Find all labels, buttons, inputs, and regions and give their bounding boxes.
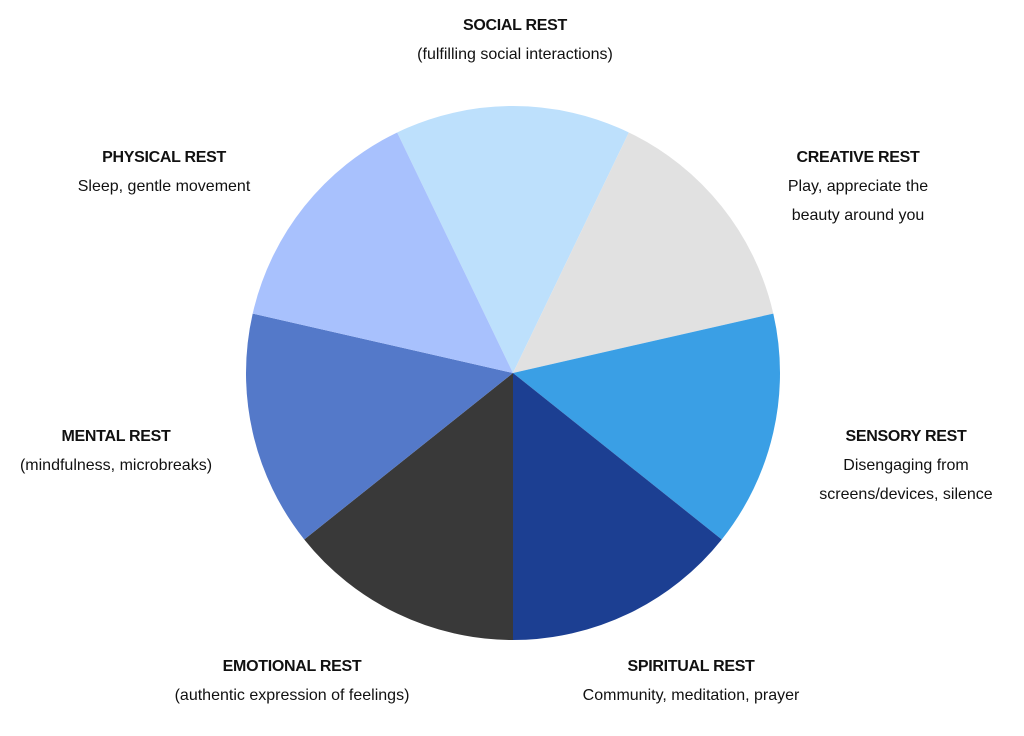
slice-description: Disengaging from [843,457,969,474]
slice-title: PHYSICAL REST [102,149,226,166]
slice-description: (mindfulness, microbreaks) [19,457,213,474]
label-social-rest: SOCIAL REST (fulfilling social interacti… [417,11,613,69]
slice-description: Play, appreciate the [787,178,929,195]
label-creative-rest: CREATIVE REST Play, appreciate the beaut… [788,143,928,230]
slice-description: (fulfilling social interactions) [417,46,613,63]
slice-title: SOCIAL REST [463,17,567,34]
pie-slice-mental-rest [246,313,513,540]
pie-slice-sensory-rest [513,313,780,540]
label-sensory-rest: SENSORY REST Disengaging from screens/de… [819,422,992,509]
pie-slice-social-rest [397,106,629,374]
slice-title: EMOTIONAL REST [222,658,362,675]
label-emotional-rest: EMOTIONAL REST (authentic expression of … [175,652,410,710]
slice-description: (authentic expression of feelings) [174,687,410,704]
pie-slice-spiritual-rest [512,373,722,640]
slice-title: CREATIVE REST [796,149,920,166]
label-spiritual-rest: SPIRITUAL REST Community, meditation, pr… [583,652,800,710]
slice-description: screens/devices, silence [819,486,993,503]
slice-title: MENTAL REST [61,428,171,445]
pie-slice-creative-rest [513,132,774,373]
slice-title: SPIRITUAL REST [627,658,755,675]
label-physical-rest: PHYSICAL REST Sleep, gentle movement [78,143,251,201]
slice-description: Sleep, gentle movement [77,178,251,195]
pie-slice-emotional-rest [304,373,513,640]
pie-slice-physical-rest [252,132,513,373]
slice-description: Community, meditation, prayer [582,687,800,704]
slice-title: SENSORY REST [845,428,967,445]
slice-description: beauty around you [791,207,925,224]
label-mental-rest: MENTAL REST (mindfulness, microbreaks) [20,422,212,480]
